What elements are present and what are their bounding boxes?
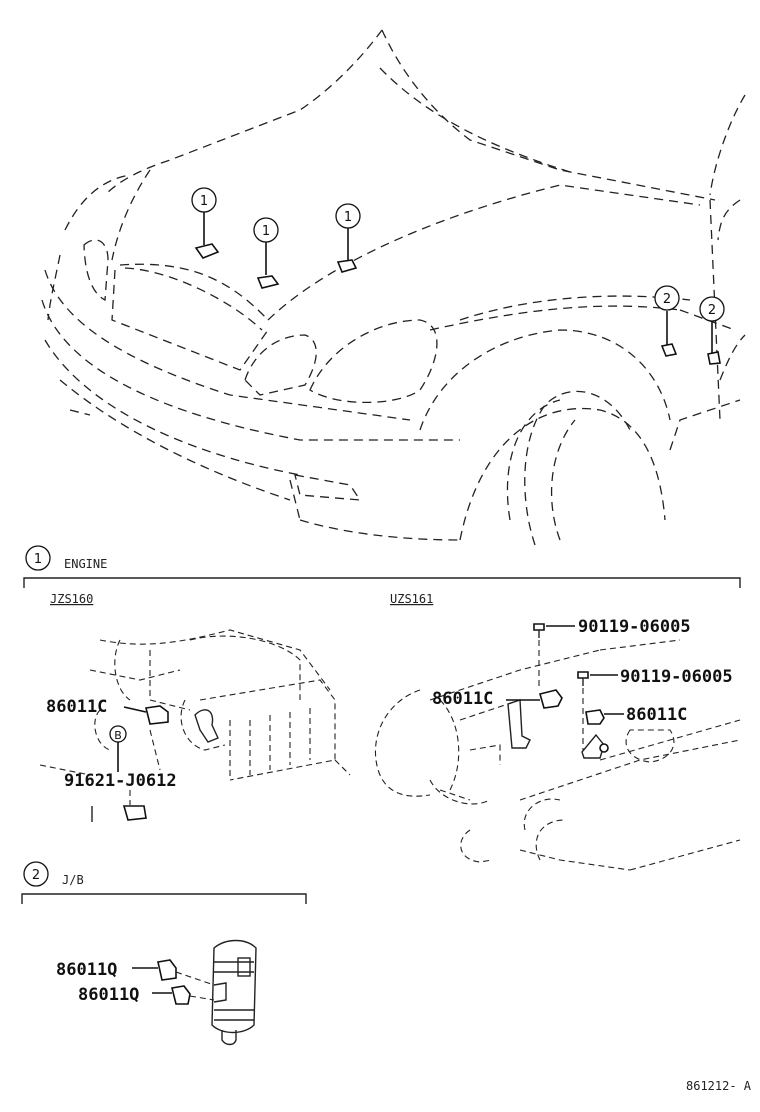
pn-86011c-left: 86011C [46, 697, 107, 717]
jb-label: J/B [62, 873, 84, 887]
pn-90119-06005-a: 90119-06005 [578, 617, 691, 637]
model-jzs160: JZS160 [50, 592, 93, 606]
section-engine-header: 1 ENGINE [23, 545, 741, 588]
svg-text:1: 1 [262, 224, 270, 239]
car-outline [41, 29, 746, 546]
model-uzs161: UZS161 [390, 592, 433, 606]
pn-90119-06005-b: 90119-06005 [620, 667, 733, 687]
svg-text:1: 1 [344, 210, 352, 225]
svg-text:2: 2 [32, 868, 40, 883]
engine-uzs161-drawing [374, 623, 741, 871]
car-callout-2a: 2 [654, 285, 680, 357]
car-callout-1c: 1 [335, 203, 361, 273]
pn-91621-j0612: 91621-J0612 [64, 771, 177, 791]
engine-label: ENGINE [64, 557, 107, 571]
jb-drawing [132, 939, 257, 1046]
car-callout-1a: 1 [191, 187, 220, 259]
engine-jzs160-drawing: B [39, 629, 351, 822]
pn-86011c-right-b: 86011C [626, 705, 687, 725]
svg-text:1: 1 [34, 552, 42, 567]
svg-text:B: B [114, 729, 122, 742]
diagram-id: 861212- A [686, 1079, 752, 1093]
pn-86011c-right-a: 86011C [432, 689, 493, 709]
svg-text:1: 1 [200, 194, 208, 209]
pn-86011q-b: 86011Q [78, 985, 139, 1005]
car-callout-2b: 2 [699, 296, 725, 365]
svg-text:2: 2 [708, 303, 716, 318]
car-callout-1b: 1 [253, 217, 280, 289]
svg-text:2: 2 [663, 292, 671, 307]
pn-86011q-a: 86011Q [56, 960, 117, 980]
section-jb-header: 2 J/B [21, 861, 307, 904]
